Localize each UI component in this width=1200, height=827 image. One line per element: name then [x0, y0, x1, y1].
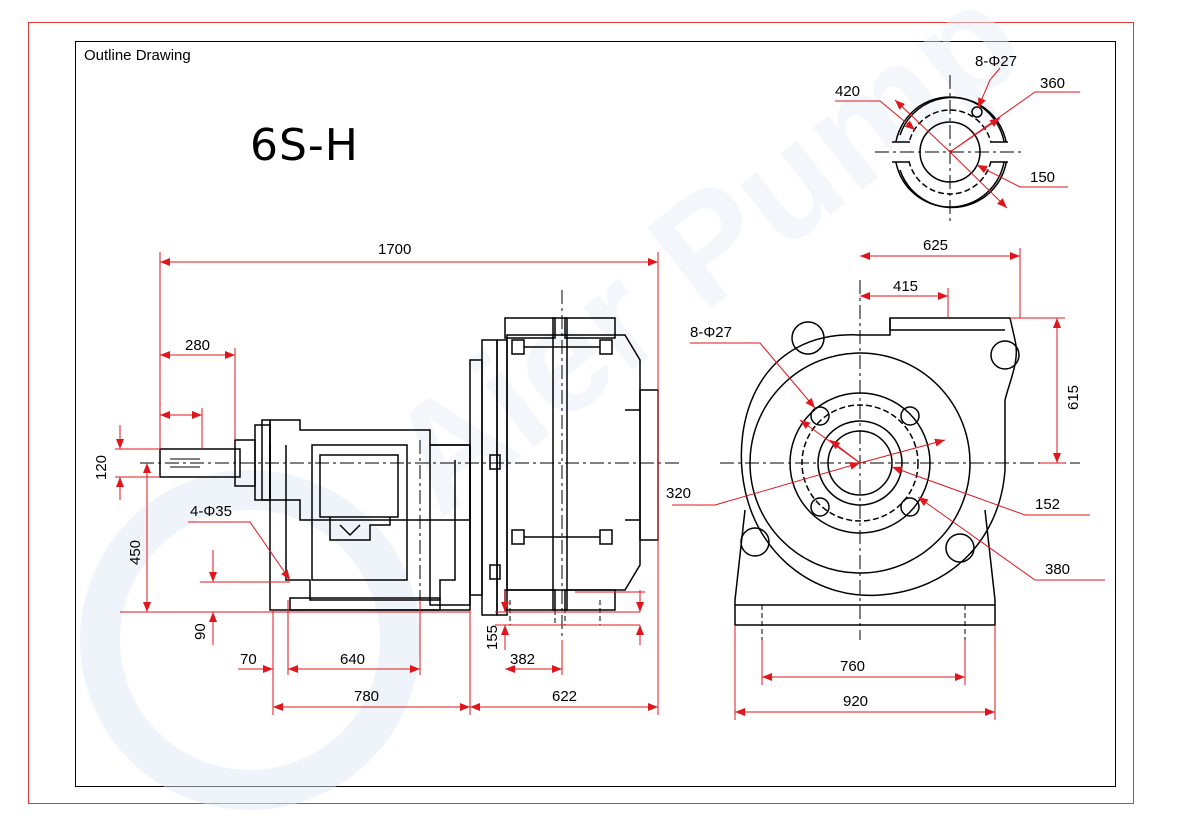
dim-382: 382: [510, 651, 535, 668]
end-view: [720, 280, 1080, 640]
dim-760: 760: [840, 658, 865, 675]
dim-640: 640: [340, 651, 365, 668]
dim-360: 360: [1040, 75, 1065, 92]
dim-450: 450: [127, 540, 144, 565]
dim-8-phi27-side: 8-Φ27: [690, 324, 732, 341]
dim-152: 152: [1035, 496, 1060, 513]
dim-280: 280: [185, 337, 210, 354]
drawing-caption: Outline Drawing: [84, 47, 191, 64]
side-view: [140, 290, 680, 640]
dim-920: 920: [843, 693, 868, 710]
dim-625: 625: [923, 237, 948, 254]
dim-8-phi27-top: 8-Φ27: [975, 53, 1017, 70]
model-title: 6S-H: [250, 120, 359, 171]
dim-120: 120: [93, 455, 110, 480]
dimension-lines: [115, 67, 1105, 720]
flange-view: [875, 75, 1025, 225]
dim-150: 150: [1030, 169, 1055, 186]
outer-frame: [28, 22, 1134, 804]
drawing-border: [75, 41, 1116, 787]
dim-415: 415: [893, 278, 918, 295]
dim-155: 155: [484, 625, 501, 650]
dim-380: 380: [1045, 561, 1070, 578]
dim-70: 70: [240, 651, 257, 668]
dim-320: 320: [666, 485, 691, 502]
dim-420: 420: [835, 83, 860, 100]
dim-90: 90: [192, 623, 209, 640]
dim-1700: 1700: [378, 241, 411, 258]
dim-780: 780: [354, 688, 379, 705]
dim-4-phi35: 4-Φ35: [190, 503, 232, 520]
dim-622: 622: [552, 688, 577, 705]
dim-615: 615: [1065, 385, 1082, 410]
dimension-labels: 1700 280 120 450 90 4-Φ35 70 640 780 155…: [93, 53, 1082, 710]
